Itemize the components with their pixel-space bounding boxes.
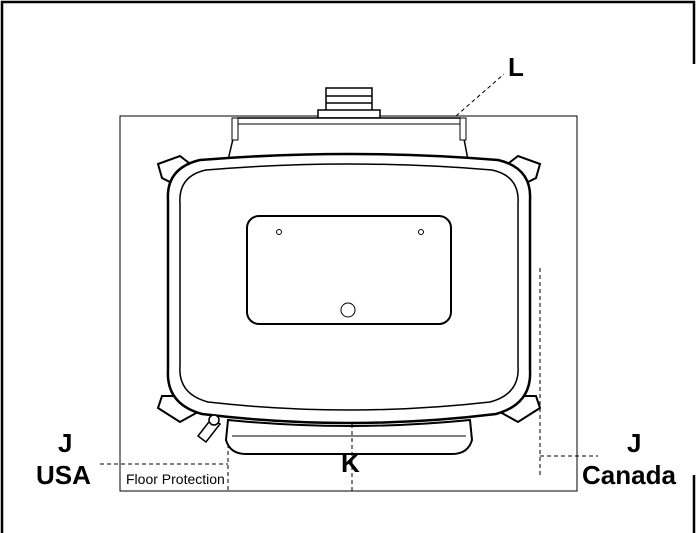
plate-hole-right (418, 229, 424, 235)
front-ash-lip (224, 418, 474, 455)
label-J-right: J (627, 428, 642, 458)
label-J-left: J (58, 428, 73, 458)
center-plate (246, 215, 452, 325)
clearance-lines (100, 73, 598, 491)
plate-knob (340, 302, 356, 318)
flue-collar (317, 87, 381, 119)
label-canada: Canada (582, 460, 676, 490)
plate-hole-left (276, 229, 282, 235)
label-K: K (341, 448, 360, 478)
label-floor-protection: Floor Protection (126, 471, 225, 487)
stove-top-inner (179, 163, 519, 411)
label-usa: USA (36, 460, 91, 490)
label-L: L (508, 52, 524, 82)
